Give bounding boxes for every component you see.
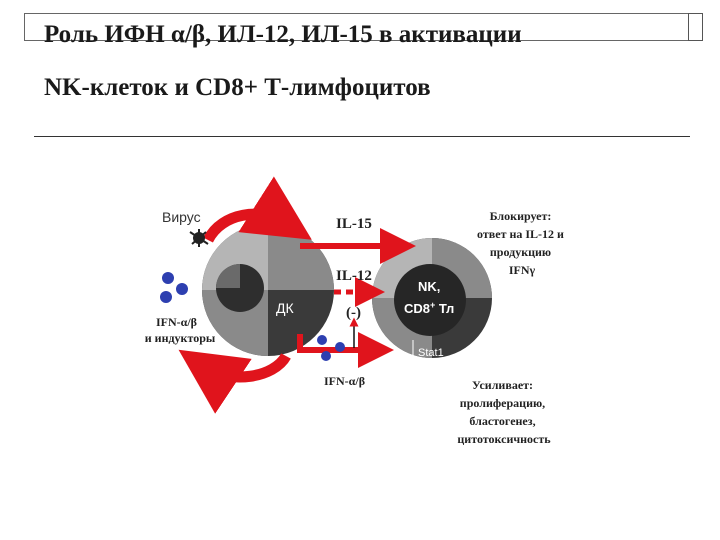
- blocks-box: Блокирует: ответ на IL-12 и продукцию IF…: [477, 209, 567, 277]
- ifn-dots-left: [160, 272, 188, 303]
- virus-icon: [189, 229, 209, 247]
- ifn-curved-arrow: [178, 349, 291, 414]
- ifn-bottom-label: IFN-α/β: [324, 374, 365, 388]
- dc-label: ДК: [276, 300, 294, 316]
- slide-title-line-1: Роль ИФН α/β, ИЛ-12, ИЛ-15 в активации: [44, 21, 522, 48]
- nk-cd8-cell: [372, 238, 492, 358]
- nk-cell-label: NK, CD8+ Тл: [404, 279, 454, 316]
- ifn-to-nk-arrow: [297, 332, 394, 368]
- title-highlight-bar: [24, 13, 689, 41]
- slide-title-line-2: NK-клеток и CD8+ Т-лимфоцитов: [44, 74, 431, 101]
- enhances-box: Усиливает: пролиферацию, бластогенез, ци…: [457, 378, 551, 446]
- inhibit-label: (-): [346, 305, 361, 321]
- ifn-inducers-label: IFN-α/β и индукторы: [145, 315, 216, 345]
- il15-label: IL-15: [336, 216, 372, 232]
- il12-label: IL-12: [336, 268, 372, 284]
- stat1-label: Stat1: [418, 347, 444, 359]
- title-bar-end-box: [688, 13, 703, 41]
- virus-curved-arrow: [203, 176, 312, 243]
- dendritic-cell: [202, 224, 334, 356]
- ifn-dots-bottom: [317, 335, 345, 361]
- virus-label: Вирус: [162, 209, 201, 225]
- title-divider: [34, 136, 690, 137]
